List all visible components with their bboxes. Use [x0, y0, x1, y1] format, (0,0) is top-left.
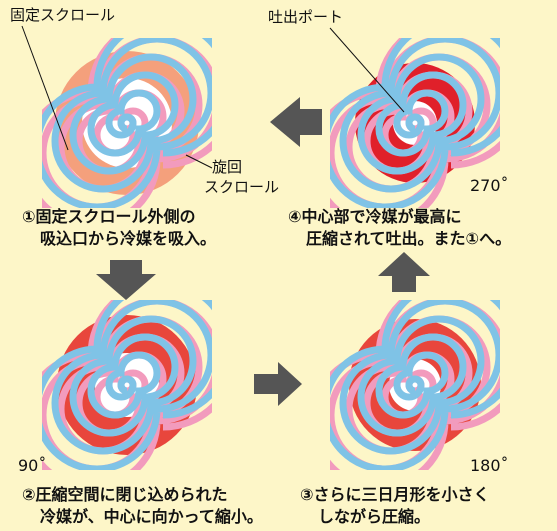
spiral-step-2-graphic — [21, 279, 239, 491]
discharge-port-label: 吐出ポート — [268, 8, 344, 26]
caption-step-1-line-1: ①固定スクロール外側の — [22, 207, 196, 226]
caption-step-4: ④中心部で冷媒が最高に 圧縮されて吐出。また①へ。 — [288, 206, 511, 250]
orbiting-scroll-label-1: 旋回 — [212, 158, 243, 176]
spiral-step-4 — [309, 17, 527, 229]
caption-step-3-line-1: ③さらに三日月形を小さく — [300, 485, 490, 504]
caption-step-2-line-2: 冷媒が、中心に向かって縮小。 — [40, 507, 263, 526]
discharge-port-leader — [329, 27, 405, 113]
spiral-step-4-graphic — [309, 17, 527, 229]
caption-step-2: ②圧縮空間に閉じ込められた 冷媒が、中心に向かって縮小。 — [22, 484, 263, 528]
spiral-step-2 — [21, 279, 239, 491]
caption-step-4-line-1: ④中心部で冷媒が最高に — [288, 207, 462, 226]
caption-step-2-line-1: ②圧縮空間に閉じ込められた — [22, 485, 228, 504]
angle-step-2: 90˚ — [18, 456, 47, 475]
caption-step-1: ①固定スクロール外側の 吸込口から冷媒を吸入。 — [22, 206, 216, 250]
orbiting-scroll-leader — [185, 154, 213, 169]
arrow-down-icon — [96, 260, 156, 300]
caption-step-3: ③さらに三日月形を小さく しながら圧縮。 — [300, 484, 490, 528]
fixed-scroll-label: 固定スクロール — [10, 6, 116, 24]
caption-step-1-line-2: 吸込口から冷媒を吸入。 — [40, 229, 217, 248]
arrow-right-icon — [254, 362, 302, 406]
angle-step-3: 180˚ — [470, 456, 509, 475]
caption-step-4-line-2: 圧縮されて吐出。また①へ。 — [306, 229, 512, 248]
arrow-up-icon — [378, 252, 430, 292]
fixed-scroll-leader — [21, 25, 69, 151]
caption-step-3-line-2: しながら圧縮。 — [318, 507, 431, 526]
arrow-left-icon — [270, 97, 322, 147]
angle-step-4: 270˚ — [470, 176, 509, 195]
orbiting-scroll-label-2: スクロール — [204, 178, 280, 196]
